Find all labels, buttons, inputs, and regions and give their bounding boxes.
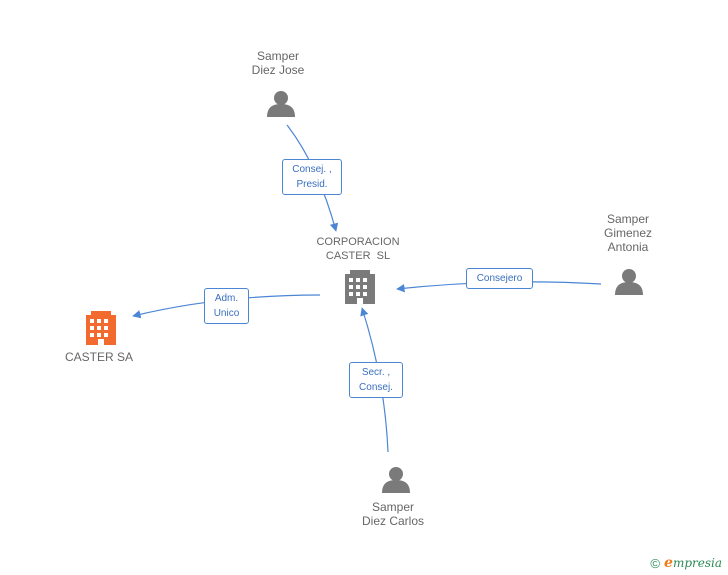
role-line: Presid. bbox=[296, 179, 328, 190]
brand-logo: empresia bbox=[664, 555, 722, 571]
role-line: Adm. bbox=[214, 293, 239, 304]
building-icon[interactable] bbox=[86, 311, 116, 345]
person-icon[interactable] bbox=[267, 91, 295, 117]
role-line: Unico bbox=[213, 308, 240, 319]
copyright-icon: © bbox=[650, 555, 661, 571]
company-name-line: CASTER SL bbox=[325, 250, 391, 262]
company-label-center[interactable]: CORPORACION CASTER SL bbox=[303, 235, 413, 263]
brand-watermark: © empresia bbox=[650, 555, 722, 571]
person-label-top[interactable]: Samper Diez Jose bbox=[236, 49, 320, 77]
role-line: Consej. , bbox=[292, 164, 332, 175]
person-name-line: Samper bbox=[256, 49, 300, 63]
person-label-bottom[interactable]: Samper Diez Carlos bbox=[343, 500, 443, 528]
role-line: Secr. , bbox=[361, 367, 391, 378]
edge-label-right[interactable]: Consejero bbox=[466, 268, 533, 289]
person-name-line: Diez Carlos bbox=[361, 514, 424, 528]
person-name-line: Antonia bbox=[607, 240, 649, 254]
role-line: Consej. bbox=[359, 382, 393, 393]
building-icon[interactable] bbox=[345, 270, 375, 304]
person-name-line: Diez Jose bbox=[251, 63, 305, 77]
company-label-left[interactable]: CASTER SA bbox=[54, 350, 144, 364]
person-icon[interactable] bbox=[615, 269, 643, 295]
person-label-right[interactable]: Samper Gimenez Antonia bbox=[586, 212, 670, 254]
person-icon[interactable] bbox=[382, 467, 410, 493]
person-name-line: Samper bbox=[371, 500, 415, 514]
edge-label-left[interactable]: Adm. Unico bbox=[204, 288, 249, 324]
person-name-line: Samper bbox=[606, 212, 650, 226]
company-name-line: CORPORACION bbox=[316, 236, 400, 248]
company-name-line: CASTER SA bbox=[64, 350, 133, 364]
edge-label-bottom[interactable]: Secr. , Consej. bbox=[349, 362, 403, 398]
person-name-line: Gimenez bbox=[603, 226, 653, 240]
edge-label-top[interactable]: Consej. , Presid. bbox=[282, 159, 342, 195]
role-line: Consejero bbox=[476, 273, 523, 284]
